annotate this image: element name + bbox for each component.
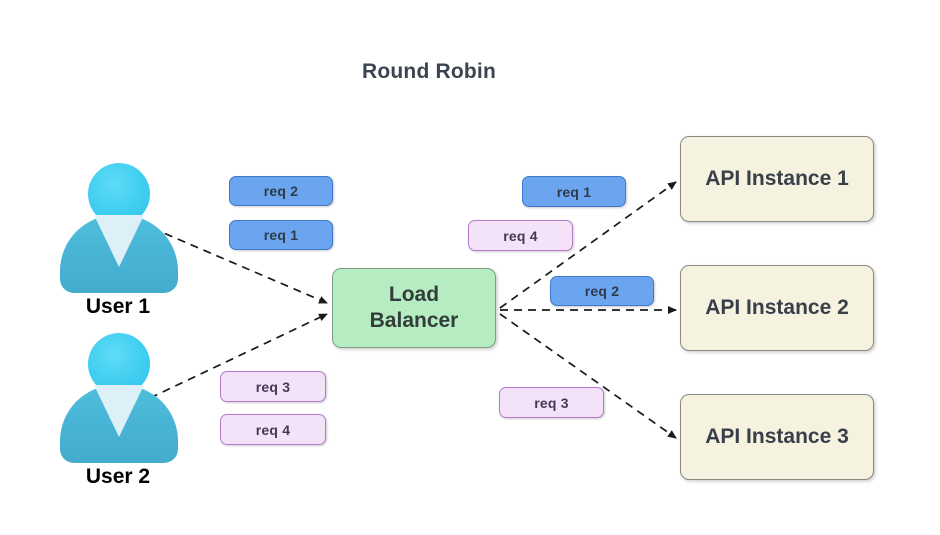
- load-balancer-label-line1: Load: [388, 283, 440, 307]
- inbound-request-pill-req-3: req 3: [220, 371, 326, 402]
- inbound-request-pill-req-4: req 4: [220, 414, 326, 445]
- outbound-request-pill-req-3: req 3: [499, 387, 604, 418]
- inbound-request-pill-req-2: req 2: [229, 176, 333, 206]
- outbound-request-pill-req-2: req 2: [550, 276, 654, 306]
- load-balancer-label-line2: Balancer: [369, 309, 459, 332]
- api-instance-1-node: API Instance 1: [680, 136, 874, 222]
- outbound-request-pill-req-4: req 4: [468, 220, 573, 251]
- api-instance-2-node: API Instance 2: [680, 265, 874, 351]
- user-2-label: User 2: [85, 465, 151, 488]
- diagram-title: Round Robin: [362, 60, 496, 83]
- user-avatar-head-icon: [88, 163, 150, 225]
- user-1-label: User 1: [85, 295, 151, 318]
- edge-load-balancer-to-api-instance-3: [499, 313, 677, 439]
- load-balancer-node: Load Balancer: [332, 268, 496, 348]
- user-avatar-head-icon: [88, 333, 150, 395]
- api-instance-3-node: API Instance 3: [680, 394, 874, 480]
- user-1-node: User 1: [58, 163, 178, 318]
- outbound-request-pill-req-1: req 1: [522, 176, 626, 207]
- api-instance-3-label: API Instance 3: [705, 425, 849, 448]
- api-instance-1-label: API Instance 1: [705, 167, 849, 190]
- user-2-node: User 2: [58, 333, 178, 488]
- api-instance-2-label: API Instance 2: [705, 296, 849, 319]
- inbound-request-pill-req-1: req 1: [229, 220, 333, 250]
